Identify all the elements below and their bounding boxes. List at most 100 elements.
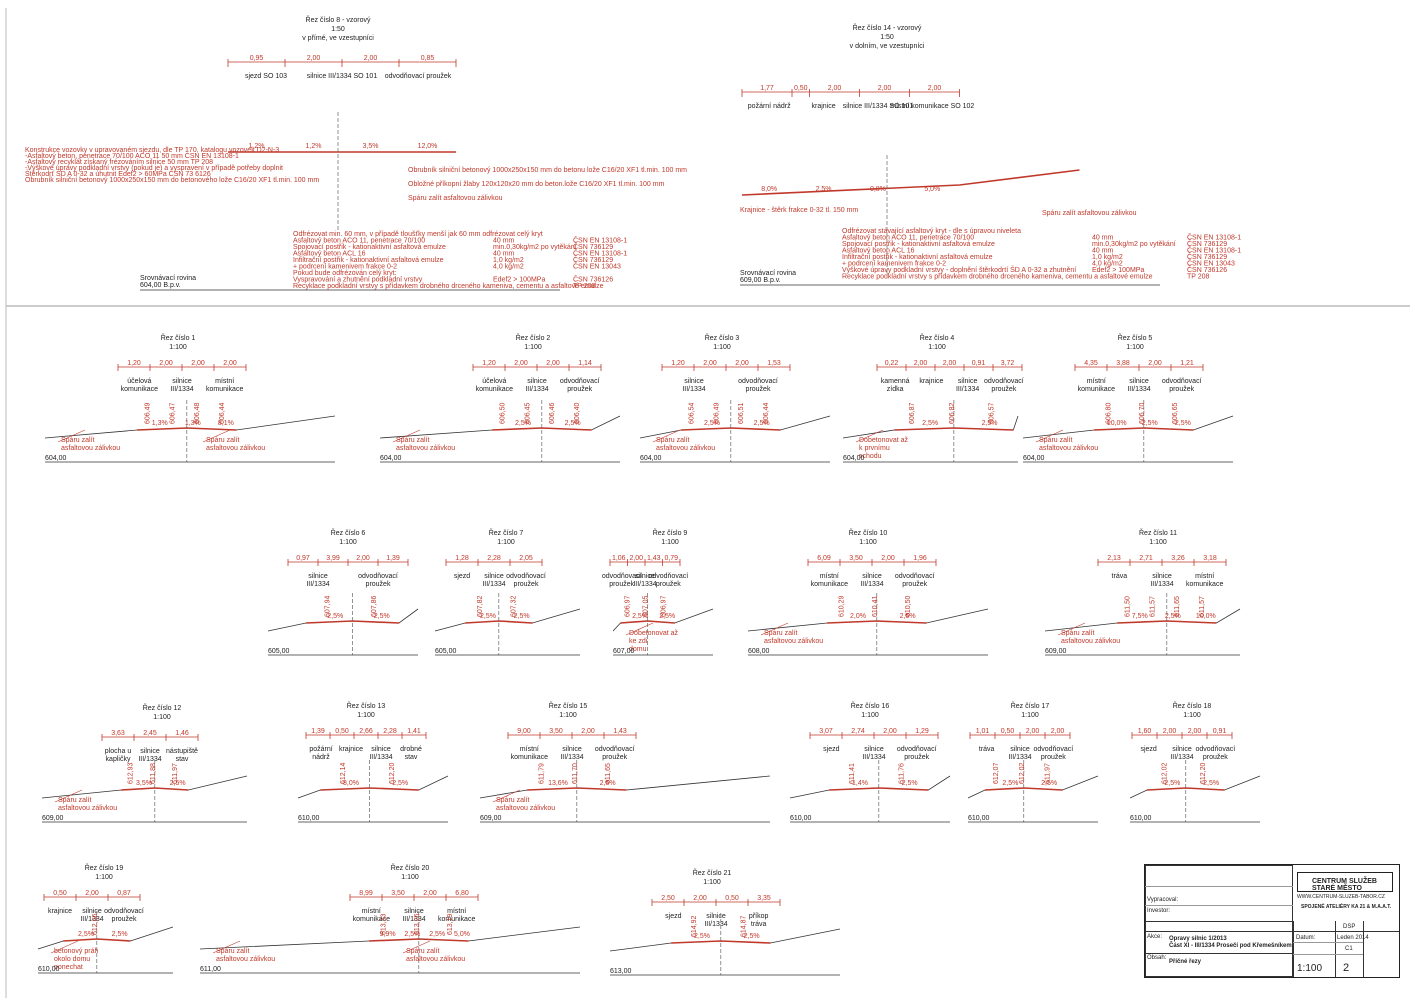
slope-value: 2,5% — [1203, 780, 1219, 787]
road-surface — [465, 620, 533, 624]
slope-value: 2,5% — [1002, 780, 1018, 787]
terrain-line — [1022, 415, 1234, 439]
construction-note: -Asfaltový recyklát získaný frézováním s… — [25, 159, 213, 166]
area-label: sjezd — [823, 746, 839, 753]
slope-value: 5,0% — [924, 186, 940, 193]
dimension-value: 2,00 — [159, 360, 173, 367]
datum-elevation: 609,00 — [1045, 648, 1067, 655]
area-label: krajnice — [48, 908, 72, 915]
road-surface — [894, 427, 1014, 431]
section-title: Řez číslo 9 — [653, 528, 688, 537]
datum-elevation: 604,00 — [843, 455, 865, 462]
section-title: Řez číslo 1 — [161, 333, 196, 342]
dimension-value: 2,05 — [519, 555, 533, 562]
road-surface — [829, 787, 929, 791]
elevation-value: 606,50 — [500, 402, 507, 424]
dimension-value: 2,00 — [1051, 728, 1065, 735]
elevation-value: 606,47 — [169, 402, 176, 424]
section-scale: 1:100 — [524, 344, 542, 351]
elevation-value: 612,66 — [92, 913, 99, 935]
dimension-value: 1,14 — [578, 360, 592, 367]
layer-standard: ČSN EN 13108-1 — [1187, 246, 1241, 255]
note-leader — [392, 429, 421, 443]
section-scale: 1:100 — [713, 344, 731, 351]
dimension-value: 2,00 — [693, 895, 707, 902]
layer-thickness: 40 mm — [1092, 248, 1114, 255]
dimension-value: 1,53 — [767, 360, 781, 367]
area-label: silnice III/1334 SO 101 — [843, 103, 914, 110]
dimension-value: 2,00 — [1188, 728, 1202, 735]
datum-elevation: 605,00 — [268, 648, 290, 655]
section-title: Řez číslo 8 - vzorový — [306, 15, 371, 24]
construction-note: Obložné příkopní žlaby 120x120x20 mm do … — [408, 181, 665, 188]
layer-description: + podrcení kamenivem frakce 0-2 — [842, 261, 946, 268]
dimension-value: 2,00 — [581, 728, 595, 735]
section-title: Řez číslo 21 — [693, 868, 732, 877]
section-title: Řez číslo 12 — [143, 703, 182, 712]
stage: DSP — [1343, 924, 1356, 930]
section-title: Řez číslo 11 — [1139, 528, 1177, 537]
area-label: sjezd — [454, 573, 470, 580]
layer-standard: ČSN 736129 — [1187, 239, 1227, 248]
area-label: sjezd — [1140, 746, 1156, 753]
dimension-value: 1,43 — [613, 728, 627, 735]
dimension-value: 1,77 — [760, 85, 774, 92]
note-leader — [1035, 429, 1064, 443]
road-surface — [63, 938, 131, 942]
area-label: požární nádrž — [748, 103, 791, 110]
elevation-value: 612,14 — [340, 762, 347, 784]
elevation-value: 611,50 — [1125, 596, 1132, 617]
action-label: Akce: — [1147, 934, 1163, 940]
datum-elevation: 604,00 B.p.v. — [140, 282, 181, 289]
section-title: Řez číslo 15 — [549, 701, 588, 710]
datum-elevation: 610,00 — [790, 815, 812, 822]
section-title: Řez číslo 19 — [85, 863, 124, 872]
dimension-value: 2,45 — [143, 730, 157, 737]
elevation-value: 612,02 — [1019, 762, 1026, 784]
terrain-line — [434, 608, 581, 632]
section-title: Řez číslo 10 — [849, 528, 888, 537]
section-scale: 1:100 — [1021, 712, 1039, 719]
section-title: Řez číslo 18 — [1173, 701, 1212, 710]
slope-value: 2,5% — [902, 780, 918, 787]
layer-description: Odfrézovat min. 60 mm, v případě tloušťk… — [293, 231, 543, 238]
elevation-value: 611,88 — [150, 763, 157, 784]
area-label: krajnice — [812, 103, 836, 110]
datum-elevation: 609,00 — [42, 815, 64, 822]
slope-value: 1,2% — [249, 143, 265, 150]
layer-description: Spojovací postřik - kationaktivní asfalt… — [842, 241, 995, 248]
dimension-value: 2,74 — [851, 728, 865, 735]
terrain-line — [789, 775, 951, 799]
section-scale: 1:100 — [497, 539, 515, 546]
elevation-value: 607,86 — [371, 595, 378, 617]
section-title: Řez číslo 3 — [705, 333, 740, 342]
dimension-value: 3,50 — [549, 728, 563, 735]
dimension-value: 0,50 — [794, 85, 808, 92]
layer-description: Infiltrační postřik - kationaktivní asfa… — [293, 257, 444, 264]
datum-elevation: 610,00 — [38, 966, 60, 973]
layer-description: Recyklace podkladní vrstvy s přídavkem d… — [293, 283, 604, 290]
